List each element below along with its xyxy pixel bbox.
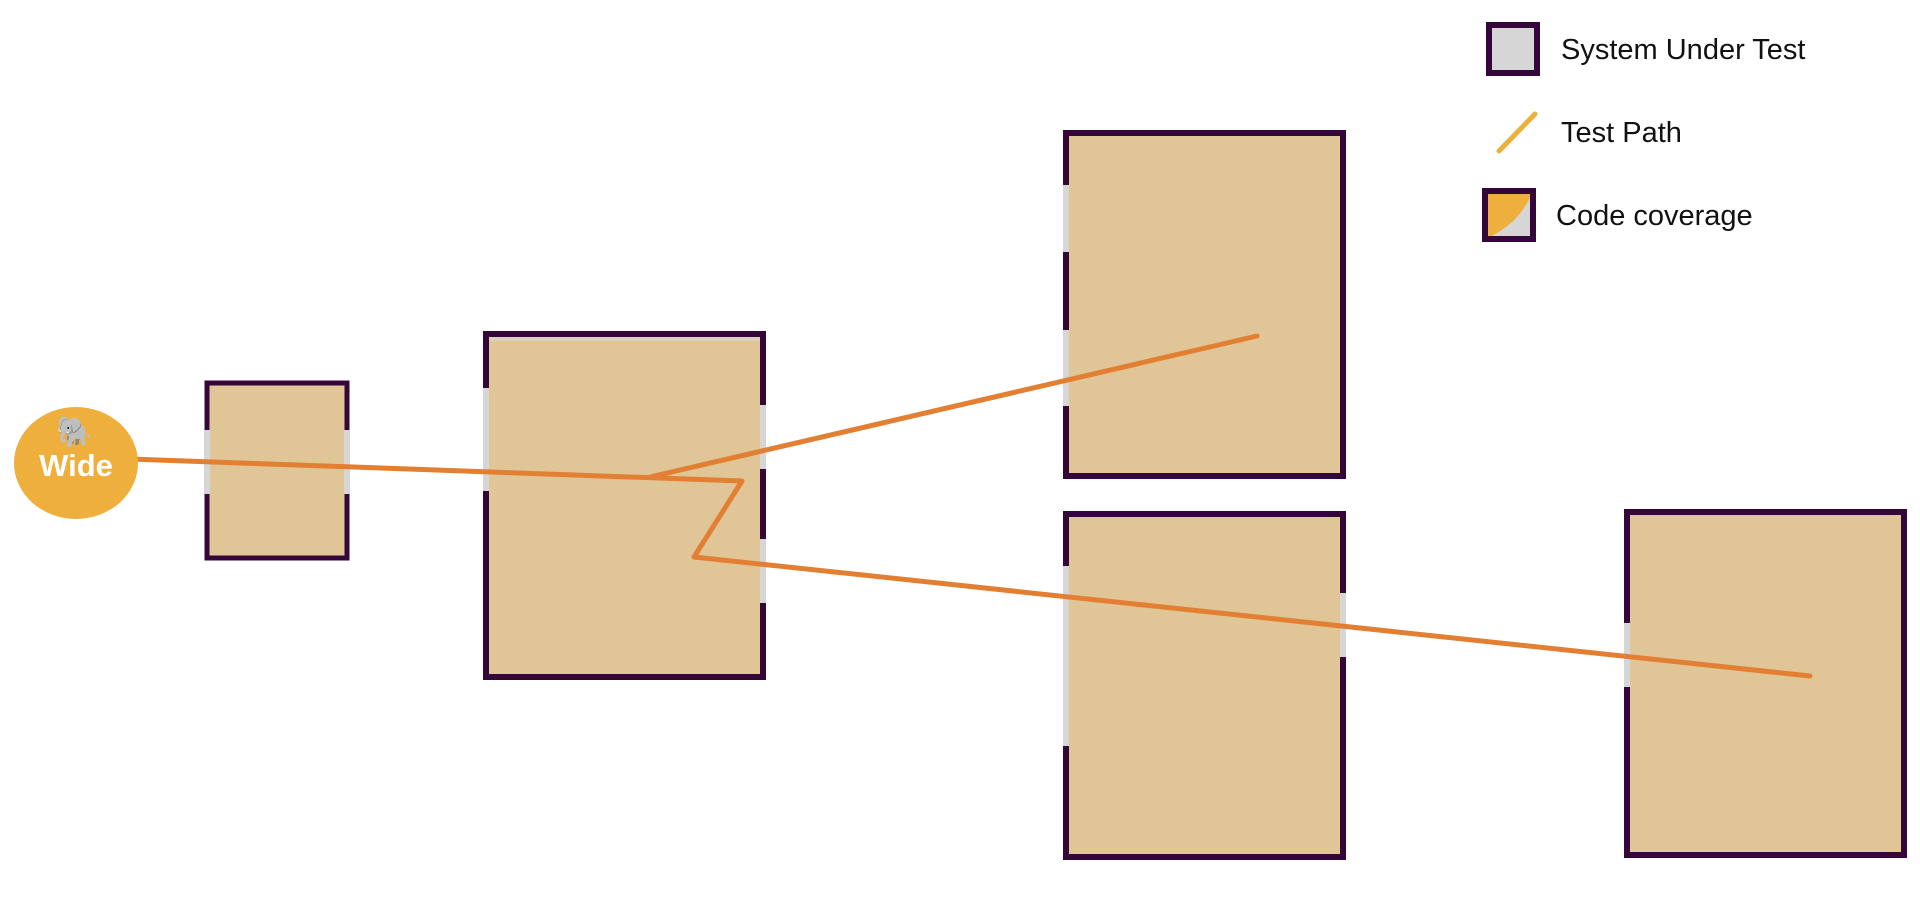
elephant-icon: 🐘 — [56, 415, 93, 450]
legend-coverage-label: Code coverage — [1556, 200, 1753, 232]
test-path-branch — [647, 333, 1260, 480]
box-1-port-right — [344, 430, 350, 494]
wide-badge-circle — [14, 407, 138, 519]
system-box-5 — [1624, 509, 1907, 858]
legend-test-path: Test Path — [1496, 111, 1682, 154]
wide-badge: 🐘 Wide — [14, 407, 138, 519]
system-box-1 — [204, 380, 350, 561]
box-2-inner-strip-top — [489, 337, 760, 341]
legend-sut-swatch — [1486, 22, 1540, 76]
legend-system-under-test: System Under Test — [1486, 22, 1805, 76]
legend: System Under Test Test Path Code coverag… — [1482, 22, 1805, 242]
system-box-3 — [1063, 130, 1346, 479]
legend-code-coverage: Code coverage — [1482, 188, 1753, 242]
system-box-2 — [483, 331, 766, 680]
system-box-4 — [1063, 511, 1346, 860]
box-2-port-right-2 — [760, 539, 766, 603]
wide-badge-label: Wide — [39, 448, 113, 483]
legend-coverage-swatch-fill — [1485, 191, 1533, 239]
box-2-port-right-1 — [760, 405, 766, 469]
legend-coverage-swatch-border — [1482, 188, 1536, 242]
test-paths — [127, 333, 1813, 679]
box-3-port-left-1 — [1063, 185, 1069, 252]
legend-test-path-label: Test Path — [1561, 117, 1682, 149]
box-3-port-left-2 — [1063, 330, 1069, 406]
legend-sut-label: System Under Test — [1561, 34, 1805, 66]
box-4-port-left — [1063, 566, 1069, 746]
test-path-main — [127, 456, 1813, 679]
legend-test-path-swatch — [1496, 111, 1538, 154]
box-2-port-left — [483, 388, 489, 491]
